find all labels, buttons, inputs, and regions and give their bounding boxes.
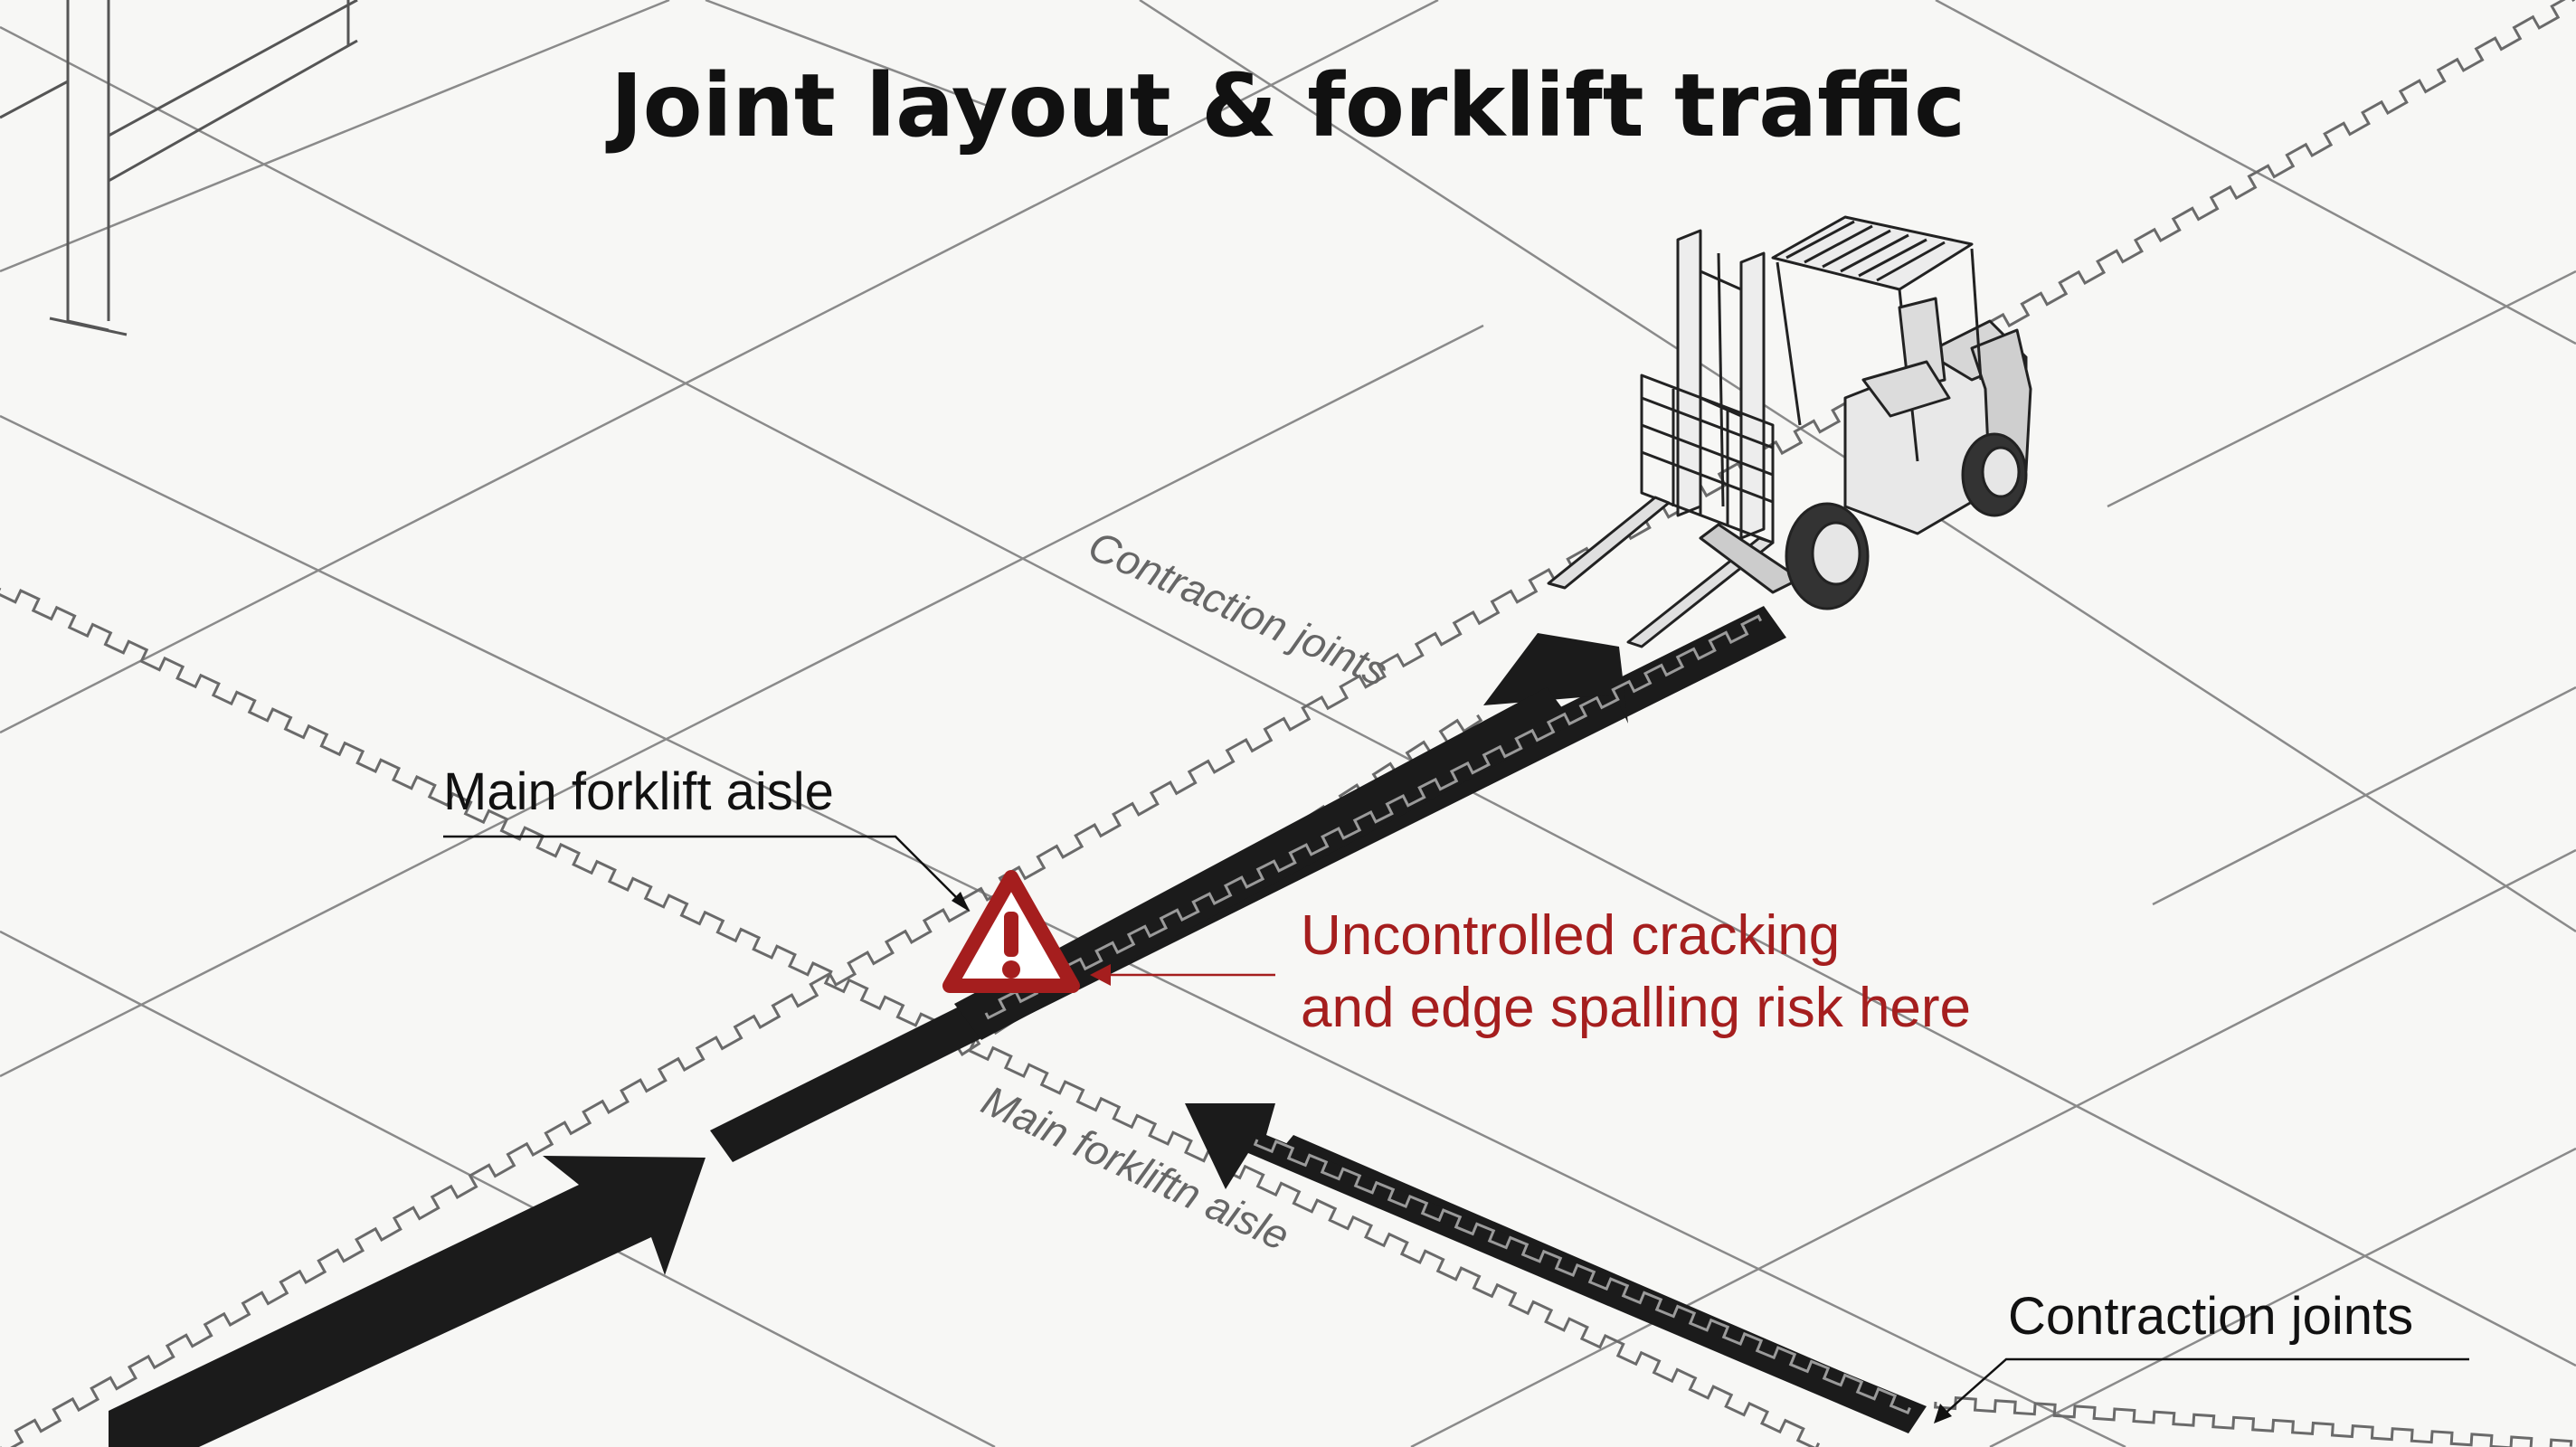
contraction-joint-line (0, 588, 1821, 1447)
warning-leader-arrowhead (1090, 964, 1111, 986)
slab-joint-line (0, 930, 996, 1447)
slab-joint-line (1410, 848, 2576, 1447)
main-aisle-label: Main forklift aisle (443, 762, 834, 821)
slab-joint-line (0, 25, 2576, 1367)
contraction-joint-on-aisle (1253, 1139, 1911, 1414)
slab-joint-line (0, 414, 2126, 1447)
slab-joint-line (2107, 270, 2576, 508)
contraction-joints-label-lower: Contraction joints (2008, 1287, 2413, 1346)
slab-joint-line (1989, 1147, 2576, 1447)
slab-joint-line (0, 324, 1484, 1078)
contraction-joint-line (1934, 1396, 2573, 1447)
main-aisle-callout: Main forklift aisle (443, 762, 970, 912)
slab-joint-line (0, 0, 670, 273)
arrow-upper-shaft (954, 687, 1574, 1040)
slab-joint-line (2152, 686, 2576, 906)
diagram-title: Joint layout & forklift traffic (605, 55, 1965, 156)
forklift-illustration (1547, 215, 2032, 648)
rack-structure (0, 0, 358, 336)
contraction-joints-callout-lower: Contraction joints (1934, 1287, 2469, 1423)
slab-joint-line (0, 0, 1439, 734)
warning-triangle-icon (942, 870, 1080, 993)
arrow-main-aisle-lower (109, 1156, 706, 1447)
contraction-leader-arrowhead (1934, 1404, 1952, 1423)
warning-text-line1: Uncontrolled cracking (1301, 904, 1840, 967)
slab-joint-line (705, 0, 996, 110)
contraction-joint-on-aisle (984, 614, 1763, 1020)
leader-arrowhead (952, 892, 970, 912)
arrow-main-aisle-upper (1483, 633, 1628, 724)
warning-text-line2: and edge spalling risk here (1301, 977, 1971, 1039)
warning-callout: Uncontrolled cracking and edge spalling … (1090, 904, 1971, 1039)
